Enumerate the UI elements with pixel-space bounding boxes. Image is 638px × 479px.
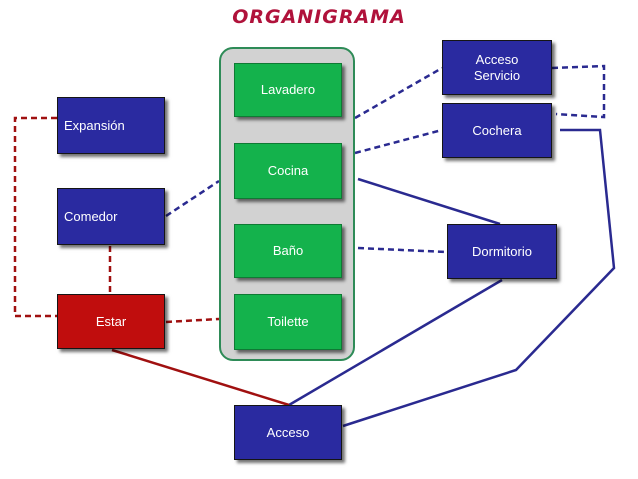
- connector-comedor-container: [165, 179, 220, 218]
- node-comedor[interactable]: Comedor: [57, 188, 165, 245]
- connector-dormitorio-acceso: [288, 278, 503, 407]
- node-cochera[interactable]: Cochera: [442, 103, 552, 158]
- connector-container-cochera: [354, 128, 443, 155]
- connector-bano-dormitorio: [357, 246, 448, 254]
- connector-estar-acceso: [111, 348, 290, 407]
- node-acceso-servicio[interactable]: Acceso Servicio: [442, 40, 552, 95]
- node-lavadero[interactable]: Lavadero: [234, 63, 342, 117]
- node-toilette[interactable]: Toilette: [234, 294, 342, 350]
- node-expansion[interactable]: Expansión: [57, 97, 165, 154]
- node-dormitorio[interactable]: Dormitorio: [447, 224, 557, 279]
- connector-expansion-estar: [13, 116, 57, 318]
- connector-cochera-acceso: [342, 128, 616, 428]
- connector-cocina-dormitorio: [357, 177, 501, 226]
- connector-estar-toilette: [165, 317, 220, 324]
- diagram-title: ORGANIGRAMA: [232, 6, 406, 28]
- node-bano[interactable]: Baño: [234, 224, 342, 278]
- connector-acceso-servicio-cochera: [551, 64, 606, 119]
- node-acceso[interactable]: Acceso: [234, 405, 342, 460]
- node-cocina[interactable]: Cocina: [234, 143, 342, 199]
- node-estar[interactable]: Estar: [57, 294, 165, 349]
- connector-container-acceso-servicio: [354, 66, 443, 120]
